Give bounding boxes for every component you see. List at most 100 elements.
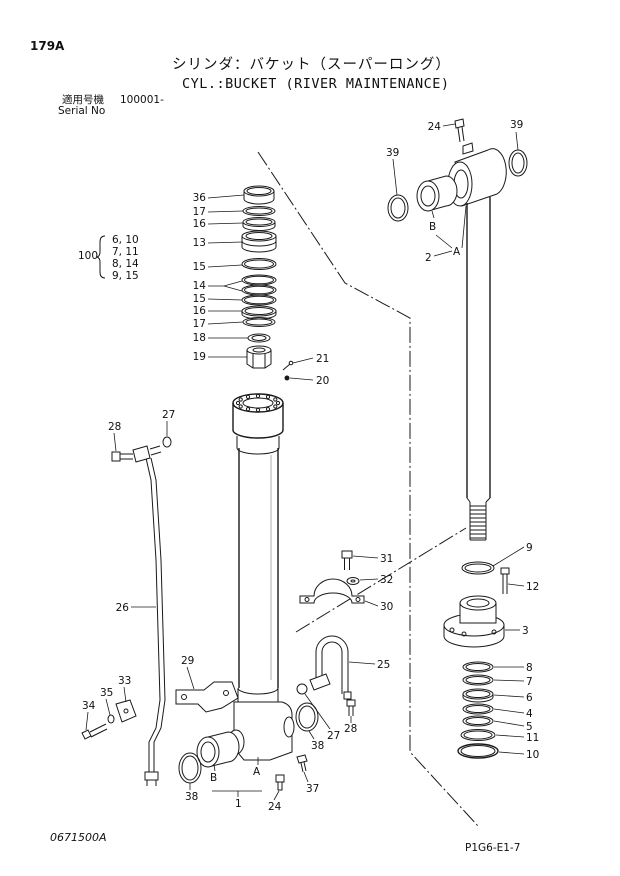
title-english: CYL.:BUCKET (RIVER MAINTENANCE) [182,76,449,92]
flange-bolt-holes [235,393,281,413]
cylinder-barrel [232,393,284,702]
callout-label: 31 [380,553,393,565]
callout-label: 19 [193,351,206,363]
callout-18: 18 [193,332,248,344]
kit-item-1: 6, 10 [112,234,139,246]
part-5-ring [462,715,494,727]
callout-19: 19 [193,351,247,363]
title-japanese: シリンダ：バケット（スーパーロング） [172,56,451,73]
callout-label: 28 [344,723,357,735]
serial-label-en: Serial No [58,105,105,117]
callout-1: 1 [212,790,262,810]
callout-a-rod: A [453,205,467,258]
assembly-line-main [257,151,479,827]
part-38-ring-right [295,702,319,732]
header: 179A シリンダ：バケット（スーパーロング） CYL.:BUCKET (RIV… [30,39,451,117]
callout-11: 11 [495,732,539,744]
part-7-ring [462,674,494,686]
callout-label: 17 [193,206,206,218]
callout-8: 8 [494,662,533,674]
callout-label: 10 [526,749,539,761]
serial-value: 100001- [120,94,164,106]
callouts-clamp: 31 32 30 [352,553,393,613]
callout-35: 35 [100,687,113,716]
callout-label: 11 [526,732,539,744]
callout-24-rod: 24 [428,121,456,133]
callout-label: 37 [306,783,319,795]
callout-39-left: 39 [386,147,399,196]
part-27-oring-left [162,436,172,448]
callout-label: 4 [526,708,533,720]
callout-label: 28 [108,421,121,433]
callout-34: 34 [82,700,96,731]
callout-7: 7 [493,676,533,688]
part-13-gland [241,230,277,253]
callout-label: 18 [193,332,206,344]
callout-label: 24 [428,121,442,133]
callout-label: 16 [193,218,207,230]
part-39-ring-left [387,194,409,222]
callout-29: 29 [181,655,195,690]
callout-26: 26 [116,602,156,614]
kit-item-4: 9, 15 [112,270,139,282]
callout-label: 15 [193,261,206,273]
callout-label: 24 [268,801,282,813]
callout-label: A [453,246,461,258]
callout-24-base: 24 [268,790,282,813]
part-25-tube [309,635,352,700]
kit-item-2: 7, 11 [112,246,139,258]
callout-6: 6 [493,692,533,704]
callout-label: 36 [193,192,207,204]
callout-label: B [210,772,217,784]
callout-16-upper: 16 [193,218,244,230]
callout-label: 5 [526,721,533,733]
part-6-ring [462,688,494,703]
callout-39-right: 39 [510,119,523,151]
callouts-piston: 9 12 3 8 7 6 4 5 11 10 [492,542,539,761]
part-21-set-screw [282,360,294,371]
callout-38-left: 38 [185,783,198,803]
part-10-oring [457,743,499,759]
part-30-clamp [299,578,365,604]
callouts-base: 29 25 33 35 34 28 27 38 A B 38 1 24 37 [82,655,390,813]
drawing-number: 0671500A [50,831,107,844]
part-12-bolt [500,567,510,594]
page-code: 179A [30,39,65,53]
seal-kit-bracket: 100 6, 10 7, 11 8, 14 9, 15 [78,234,139,282]
callout-label: 25 [377,659,390,671]
callouts-rod-top: 24 39 39 B 2 A [386,119,523,264]
page-reference: P1G6-E1-7 [465,842,520,854]
callout-20: 20 [289,375,329,387]
part-34-bolt [81,723,108,740]
callout-36: 36 [193,192,245,204]
callout-label: 38 [311,740,324,752]
kit-item-3: 8, 14 [112,258,139,270]
callout-label: 16 [193,305,207,317]
part-elbow-fitting-left [132,445,162,463]
callout-17-upper: 17 [193,206,244,218]
callout-15-lower: 15 [193,293,243,305]
callout-15-upper: 15 [193,261,243,273]
callout-label: 34 [82,700,96,712]
callout-31: 31 [352,553,393,565]
part-24-grease-fitting-base [275,774,285,791]
callout-38-right: 38 [308,730,324,752]
part-19-nut [246,345,272,369]
part-28-bolt-left [111,451,133,462]
callout-17-lower: 17 [193,318,244,330]
part-32-washer [346,577,360,585]
callout-label: 13 [193,237,206,249]
callout-label: 2 [425,252,432,264]
callout-37: 37 [303,771,319,795]
part-36-ring [243,185,275,205]
part-b-bushing-rod [416,175,458,212]
callout-32: 32 [359,574,393,586]
callout-28-base: 28 [344,716,357,735]
callout-28-left: 28 [108,421,121,452]
callout-label: 14 [193,280,207,292]
callout-label: B [429,221,436,233]
part-29-bracket [175,681,239,713]
part-31-bolt [341,550,353,570]
callout-label: 30 [380,601,393,613]
